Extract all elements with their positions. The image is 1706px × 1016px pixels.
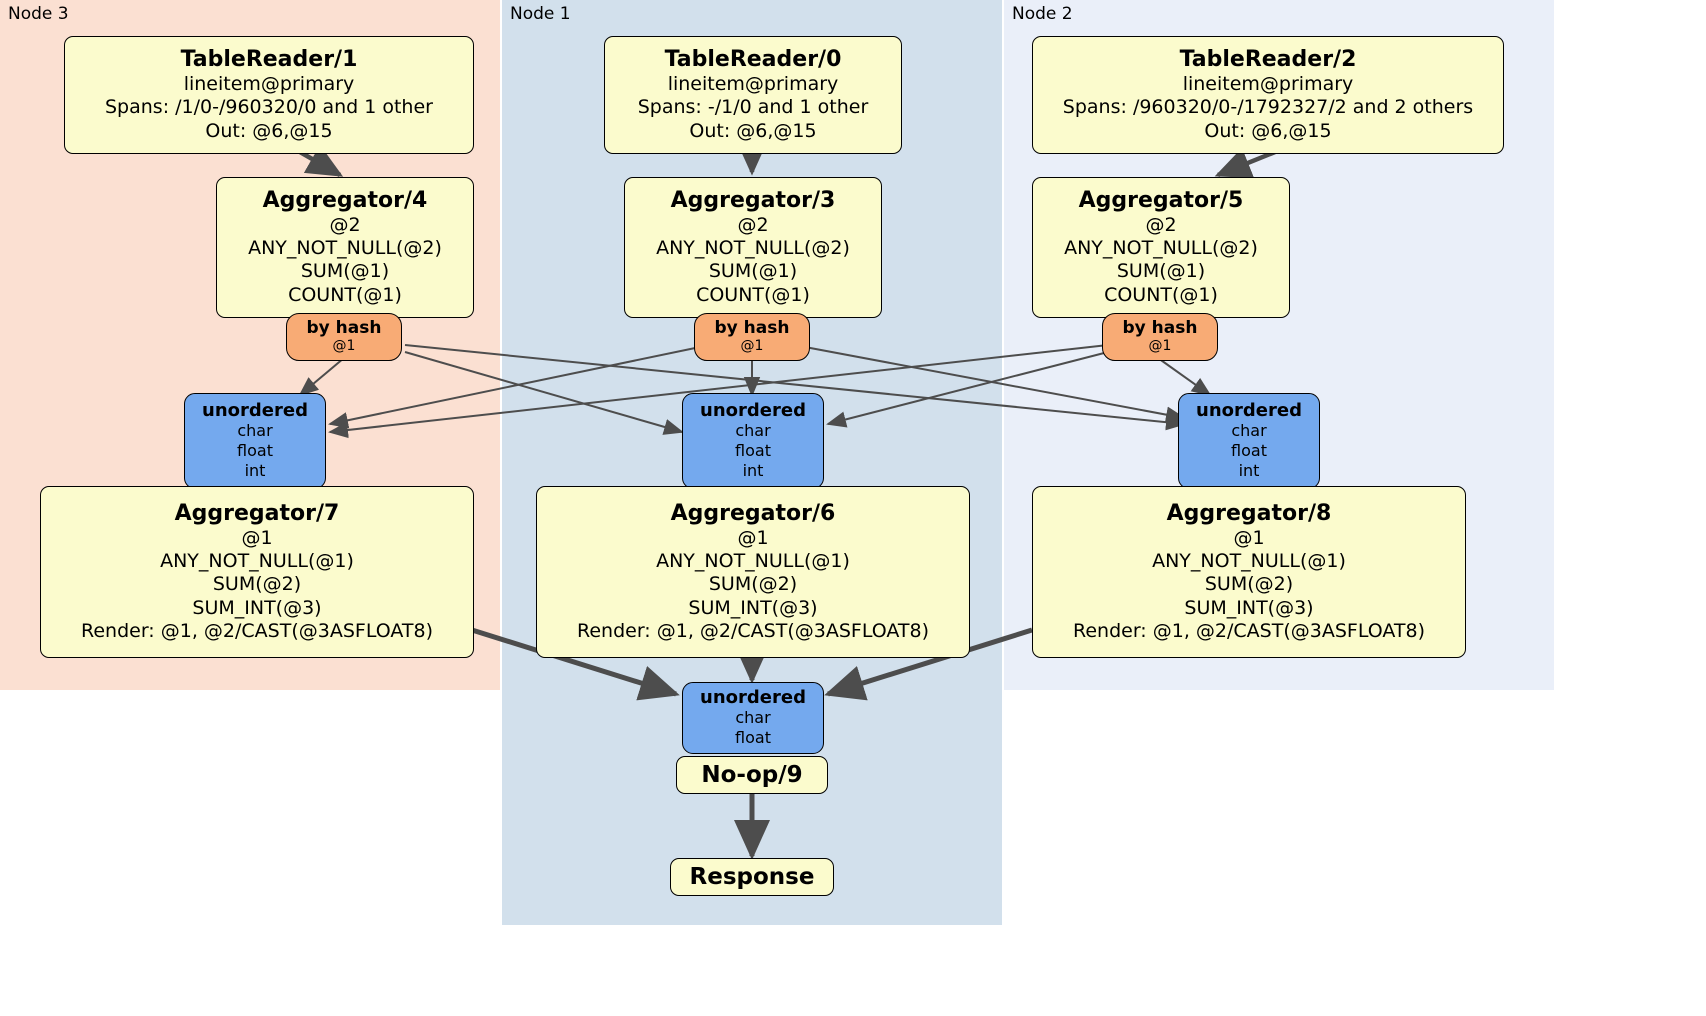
table-reader-2-source: lineitem@primary bbox=[1182, 73, 1354, 96]
hash-router-center-box[interactable]: by hash @1 bbox=[694, 313, 810, 361]
aggregator-4-func-2: SUM(@1) bbox=[300, 260, 390, 283]
aggregator-8-box[interactable]: Aggregator/8 @1 ANY_NOT_NULL(@1) SUM(@2)… bbox=[1032, 486, 1466, 658]
hash-router-center-column: @1 bbox=[740, 338, 764, 355]
table-reader-0-out: Out: @6,@15 bbox=[689, 119, 817, 142]
aggregator-3-box[interactable]: Aggregator/3 @2 ANY_NOT_NULL(@2) SUM(@1)… bbox=[624, 177, 882, 318]
aggregator-7-box[interactable]: Aggregator/7 @1 ANY_NOT_NULL(@1) SUM(@2)… bbox=[40, 486, 474, 658]
table-reader-1-spans: Spans: /1/0-/960320/0 and 1 other bbox=[105, 96, 433, 119]
hash-router-right-box[interactable]: by hash @1 bbox=[1102, 313, 1218, 361]
table-reader-2-title: TableReader/2 bbox=[1179, 47, 1357, 73]
aggregator-5-group: @2 bbox=[1145, 214, 1177, 237]
synchronizer-right-type-3: int bbox=[1238, 461, 1260, 481]
node-panel-label: Node 1 bbox=[510, 4, 571, 24]
aggregator-8-title: Aggregator/8 bbox=[1166, 501, 1332, 527]
aggregator-6-func-3: SUM_INT(@3) bbox=[688, 596, 818, 619]
response-title: Response bbox=[689, 864, 815, 890]
aggregator-3-group: @2 bbox=[737, 214, 769, 237]
table-reader-2-spans: Spans: /960320/0-/1792327/2 and 2 others bbox=[1062, 96, 1474, 119]
aggregator-3-title: Aggregator/3 bbox=[670, 188, 836, 214]
aggregator-6-group: @1 bbox=[737, 527, 769, 550]
aggregator-5-func-2: SUM(@1) bbox=[1116, 260, 1206, 283]
aggregator-7-title: Aggregator/7 bbox=[174, 501, 340, 527]
aggregator-8-group: @1 bbox=[1233, 527, 1265, 550]
synchronizer-final-box[interactable]: unordered char float bbox=[682, 682, 824, 754]
synchronizer-left-title: unordered bbox=[202, 399, 308, 421]
aggregator-7-group: @1 bbox=[241, 527, 273, 550]
table-reader-1-title: TableReader/1 bbox=[180, 47, 358, 73]
no-op-9-title: No-op/9 bbox=[701, 762, 803, 788]
table-reader-0-spans: Spans: -/1/0 and 1 other bbox=[637, 96, 869, 119]
synchronizer-center-title: unordered bbox=[700, 399, 806, 421]
table-reader-0-source: lineitem@primary bbox=[667, 73, 839, 96]
aggregator-6-func-1: ANY_NOT_NULL(@1) bbox=[656, 550, 850, 573]
aggregator-4-group: @2 bbox=[329, 214, 361, 237]
aggregator-6-func-2: SUM(@2) bbox=[708, 573, 798, 596]
synchronizer-center-type-1: char bbox=[735, 421, 771, 441]
table-reader-1-source: lineitem@primary bbox=[183, 73, 355, 96]
hash-router-right-title: by hash bbox=[1122, 317, 1198, 338]
synchronizer-right-title: unordered bbox=[1196, 399, 1302, 421]
synchronizer-final-type-2: float bbox=[735, 728, 771, 748]
table-reader-2-box[interactable]: TableReader/2 lineitem@primary Spans: /9… bbox=[1032, 36, 1504, 154]
hash-router-left-box[interactable]: by hash @1 bbox=[286, 313, 402, 361]
synchronizer-left-box[interactable]: unordered char float int bbox=[184, 393, 326, 489]
aggregator-5-func-3: COUNT(@1) bbox=[1104, 283, 1218, 306]
node-panel-label: Node 3 bbox=[8, 4, 69, 24]
hash-router-left-title: by hash bbox=[306, 317, 382, 338]
aggregator-4-func-1: ANY_NOT_NULL(@2) bbox=[248, 237, 442, 260]
aggregator-7-render: Render: @1, @2/CAST(@3ASFLOAT8) bbox=[81, 619, 433, 642]
aggregator-7-func-1: ANY_NOT_NULL(@1) bbox=[160, 550, 354, 573]
aggregator-5-box[interactable]: Aggregator/5 @2 ANY_NOT_NULL(@2) SUM(@1)… bbox=[1032, 177, 1290, 318]
table-reader-0-box[interactable]: TableReader/0 lineitem@primary Spans: -/… bbox=[604, 36, 902, 154]
aggregator-4-box[interactable]: Aggregator/4 @2 ANY_NOT_NULL(@2) SUM(@1)… bbox=[216, 177, 474, 318]
aggregator-3-func-2: SUM(@1) bbox=[708, 260, 798, 283]
synchronizer-final-title: unordered bbox=[700, 686, 806, 708]
hash-router-right-column: @1 bbox=[1148, 338, 1172, 355]
synchronizer-right-type-2: float bbox=[1231, 441, 1267, 461]
aggregator-6-render: Render: @1, @2/CAST(@3ASFLOAT8) bbox=[577, 619, 929, 642]
aggregator-7-func-2: SUM(@2) bbox=[212, 573, 302, 596]
table-reader-0-title: TableReader/0 bbox=[664, 47, 842, 73]
aggregator-8-func-1: ANY_NOT_NULL(@1) bbox=[1152, 550, 1346, 573]
aggregator-8-render: Render: @1, @2/CAST(@3ASFLOAT8) bbox=[1073, 619, 1425, 642]
synchronizer-right-type-1: char bbox=[1231, 421, 1267, 441]
synchronizer-center-type-3: int bbox=[742, 461, 764, 481]
table-reader-2-out: Out: @6,@15 bbox=[1204, 119, 1332, 142]
synchronizer-right-box[interactable]: unordered char float int bbox=[1178, 393, 1320, 489]
synchronizer-center-box[interactable]: unordered char float int bbox=[682, 393, 824, 489]
table-reader-1-box[interactable]: TableReader/1 lineitem@primary Spans: /1… bbox=[64, 36, 474, 154]
no-op-9-box[interactable]: No-op/9 bbox=[676, 756, 828, 794]
aggregator-3-func-1: ANY_NOT_NULL(@2) bbox=[656, 237, 850, 260]
synchronizer-left-type-3: int bbox=[244, 461, 266, 481]
aggregator-6-box[interactable]: Aggregator/6 @1 ANY_NOT_NULL(@1) SUM(@2)… bbox=[536, 486, 970, 658]
aggregator-5-title: Aggregator/5 bbox=[1078, 188, 1244, 214]
hash-router-left-column: @1 bbox=[332, 338, 356, 355]
synchronizer-left-type-1: char bbox=[237, 421, 273, 441]
aggregator-8-func-3: SUM_INT(@3) bbox=[1184, 596, 1314, 619]
hash-router-center-title: by hash bbox=[714, 317, 790, 338]
response-box[interactable]: Response bbox=[670, 858, 834, 896]
synchronizer-center-type-2: float bbox=[735, 441, 771, 461]
node-panel-label: Node 2 bbox=[1012, 4, 1073, 24]
aggregator-4-func-3: COUNT(@1) bbox=[288, 283, 402, 306]
synchronizer-left-type-2: float bbox=[237, 441, 273, 461]
aggregator-3-func-3: COUNT(@1) bbox=[696, 283, 810, 306]
aggregator-8-func-2: SUM(@2) bbox=[1204, 573, 1294, 596]
aggregator-7-func-3: SUM_INT(@3) bbox=[192, 596, 322, 619]
synchronizer-final-type-1: char bbox=[735, 708, 771, 728]
aggregator-5-func-1: ANY_NOT_NULL(@2) bbox=[1064, 237, 1258, 260]
table-reader-1-out: Out: @6,@15 bbox=[205, 119, 333, 142]
aggregator-4-title: Aggregator/4 bbox=[262, 188, 428, 214]
aggregator-6-title: Aggregator/6 bbox=[670, 501, 836, 527]
